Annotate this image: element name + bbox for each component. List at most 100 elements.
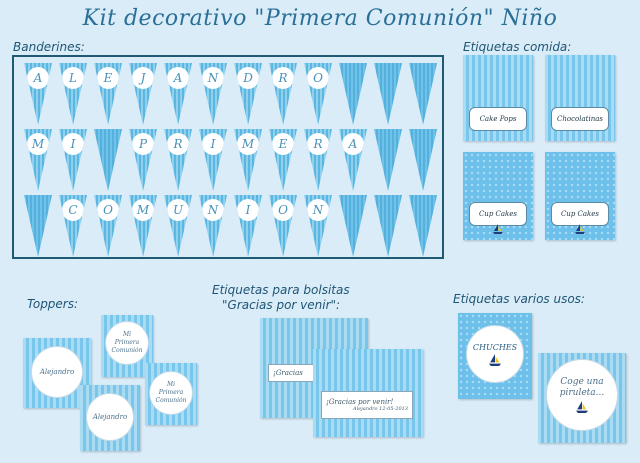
pennant-letter: R: [164, 129, 192, 191]
pennant-letter: P: [129, 129, 157, 191]
topper-line: Comunión: [155, 397, 187, 404]
multi-label-text: CHUCHES: [472, 342, 518, 352]
pennant-plain: [374, 129, 402, 191]
topper-line: Primera: [114, 339, 140, 346]
pennant-letter-text: E: [97, 67, 119, 89]
pennant-letter: I: [199, 129, 227, 191]
pennant-letter: O: [94, 195, 122, 257]
pennant-letter-text: O: [307, 67, 329, 89]
pennant-letter-text: U: [167, 199, 189, 221]
pennant-letter: A: [164, 63, 192, 125]
pennant-letter-text: A: [342, 133, 364, 155]
bag-label-main: ¡Gracias por venir!: [326, 398, 394, 406]
sailboat-icon: [493, 224, 503, 234]
section-label-bolsitas-2: "Gracias por venir":: [222, 298, 341, 312]
pennant-letter: L: [59, 63, 87, 125]
multi-label: Coge una piruleta...: [546, 359, 618, 431]
multi-label-line: piruleta...: [559, 388, 605, 398]
multi-card-2: Coge una piruleta...: [538, 353, 626, 443]
pennant-plain: [409, 195, 437, 257]
topper-name: Alejandro: [86, 393, 134, 441]
pennant-letter-text: R: [167, 133, 189, 155]
pennant-letter-text: A: [167, 67, 189, 89]
pennant-letter: R: [304, 129, 332, 191]
topper-card-4: Alejandro: [80, 385, 140, 451]
topper-line: Comunión: [111, 347, 143, 354]
bag-label-text: ¡Gracias por venir! Alejandro 12-05-2013: [321, 391, 413, 419]
pennant-letter: N: [304, 195, 332, 257]
topper-card-3: Mi Primera Comunión: [145, 363, 197, 425]
topper-line: Primera: [158, 389, 184, 396]
pennant-letter: I: [234, 195, 262, 257]
pennant-letter-text: N: [202, 199, 224, 221]
pennant-letter: U: [164, 195, 192, 257]
pennant-letter-text: J: [132, 67, 154, 89]
pennant-letter: E: [94, 63, 122, 125]
pennant-letter-text: I: [62, 133, 84, 155]
sailboat-icon: [575, 224, 585, 234]
pennant-letter-text: M: [132, 199, 154, 221]
pennant-letter: A: [24, 63, 52, 125]
pennant-plain: [374, 195, 402, 257]
multi-label: CHUCHES: [466, 325, 524, 383]
sailboat-icon: [576, 401, 588, 413]
food-card-1: Cake Pops: [463, 55, 533, 141]
pennant-letter: O: [304, 63, 332, 125]
pennant-letter-text: O: [272, 199, 294, 221]
food-label: Chocolatinas: [551, 107, 609, 131]
topper-line: Mi: [166, 381, 176, 388]
pennant-letter: C: [59, 195, 87, 257]
pennant-letter: O: [269, 195, 297, 257]
pennant-letter-text: N: [202, 67, 224, 89]
topper-card-2: Mi Primera Comunión: [101, 315, 153, 377]
pennant-letter: A: [339, 129, 367, 191]
pennant-letter-text: D: [237, 67, 259, 89]
pennant-letter-text: O: [97, 199, 119, 221]
food-card-2: Chocolatinas: [545, 55, 615, 141]
section-label-comida: Etiquetas comida:: [463, 40, 572, 54]
pennant-plain: [24, 195, 52, 257]
section-label-varios: Etiquetas varios usos:: [453, 292, 585, 306]
page-title: Kit decorativo "Primera Comunión" Niño: [82, 6, 558, 31]
food-label: Cup Cakes: [469, 202, 527, 226]
pennant-letter-text: M: [27, 133, 49, 155]
topper-line: Mi: [122, 331, 132, 338]
food-label: Cup Cakes: [551, 202, 609, 226]
pennant-plain: [339, 195, 367, 257]
pennant-letter-text: I: [237, 199, 259, 221]
pennant-letter-text: L: [62, 67, 84, 89]
multi-card-1: CHUCHES: [458, 313, 532, 399]
pennant-letter-text: C: [62, 199, 84, 221]
section-label-bolsitas-1: Etiquetas para bolsitas: [212, 283, 350, 297]
pennant-letter: N: [199, 195, 227, 257]
pennant-letter: R: [269, 63, 297, 125]
pennant-letter-text: I: [202, 133, 224, 155]
pennant-plain: [409, 129, 437, 191]
topper-card-1: Alejandro: [23, 338, 91, 408]
topper-text: Mi Primera Comunión: [105, 321, 149, 365]
pennant-letter: N: [199, 63, 227, 125]
pennant-plain: [374, 63, 402, 125]
pennant-letter-text: M: [237, 133, 259, 155]
bag-label-front: ¡Gracias por venir! Alejandro 12-05-2013: [313, 349, 423, 437]
topper-name: Alejandro: [31, 346, 83, 398]
food-card-3: Cup Cakes: [463, 152, 533, 240]
pennant-letter: D: [234, 63, 262, 125]
pennant-plain: [94, 129, 122, 191]
pennant-letter-text: E: [272, 133, 294, 155]
pennant-letter-text: R: [307, 133, 329, 155]
section-label-banderines: Banderines:: [13, 40, 85, 54]
bag-label-sub: Alejandro 12-05-2013: [353, 406, 408, 412]
pennant-letter: I: [59, 129, 87, 191]
sailboat-icon: [489, 353, 501, 366]
multi-label-line: Coge una: [560, 377, 604, 387]
food-card-4: Cup Cakes: [545, 152, 615, 240]
pennant-letter: M: [234, 129, 262, 191]
pennant-plain: [339, 63, 367, 125]
pennant-plain: [409, 63, 437, 125]
pennant-letter-text: A: [27, 67, 49, 89]
pennant-letter: E: [269, 129, 297, 191]
pennant-letter: M: [24, 129, 52, 191]
pennant-letter-text: P: [132, 133, 154, 155]
